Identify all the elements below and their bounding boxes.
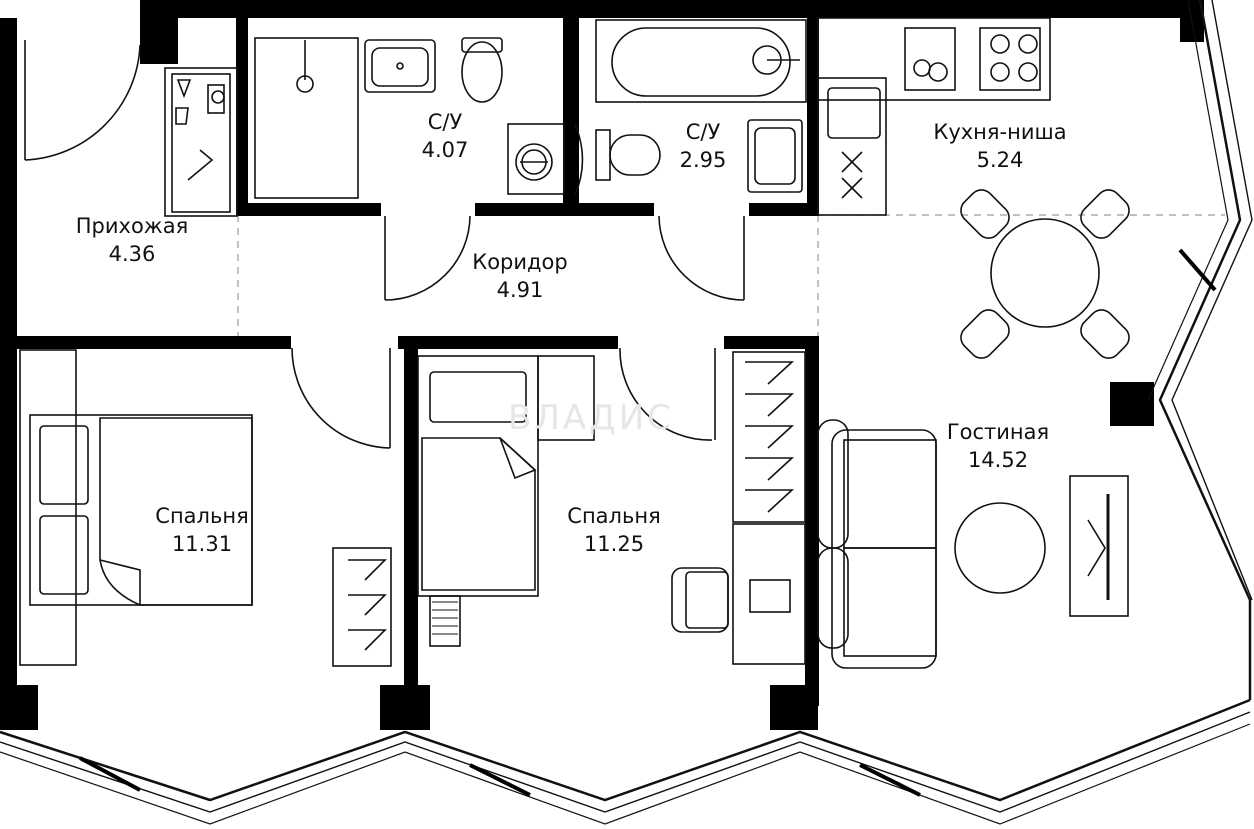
room-area: 14.52	[967, 448, 1029, 472]
zone-separators	[237, 214, 1225, 340]
room-label-bedroom-2: Спальня 11.25	[544, 502, 684, 558]
dining-table	[960, 189, 1130, 359]
wardrobe-and-desk	[671, 351, 806, 665]
room-name: С/У	[427, 110, 463, 134]
room-name: Коридор	[472, 250, 568, 274]
room-area: 5.24	[976, 148, 1024, 172]
room-area: 4.36	[108, 242, 156, 266]
room-name: Спальня	[567, 504, 661, 528]
kitchen-units	[817, 17, 1051, 216]
room-area: 4.07	[421, 138, 469, 162]
bathroom-2-fixtures	[595, 19, 807, 193]
room-label-corridor: Коридор 4.91	[450, 248, 590, 304]
room-label-kitchen: Кухня-ниша 5.24	[920, 118, 1080, 174]
room-area: 11.31	[171, 532, 233, 556]
room-name: Кухня-ниша	[933, 120, 1067, 144]
room-label-bath-2: С/У 2.95	[648, 118, 758, 174]
entrance-door	[24, 40, 141, 161]
bedroom-1-furniture	[19, 349, 392, 667]
walls	[0, 0, 1204, 730]
watermark: ВЛАДИС	[508, 398, 674, 438]
hall-wardrobe	[164, 67, 238, 217]
room-label-bath-1: С/У 4.07	[390, 108, 500, 164]
room-label-bedroom-1: Спальня 11.31	[132, 502, 272, 558]
bathroom-1-fixtures	[254, 37, 584, 199]
room-name: Гостиная	[946, 420, 1050, 444]
room-label-hall: Прихожая 4.36	[62, 212, 202, 268]
room-name: Спальня	[155, 504, 249, 528]
living-furniture	[817, 419, 1129, 669]
room-name: С/У	[685, 120, 721, 144]
bedroom-2-furniture	[417, 355, 595, 647]
room-area: 11.25	[583, 532, 645, 556]
room-area: 2.95	[679, 148, 727, 172]
room-name: Прихожая	[75, 214, 189, 238]
corridor-doors	[291, 215, 745, 449]
room-label-living: Гостиная 14.52	[928, 418, 1068, 474]
room-area: 4.91	[496, 278, 544, 302]
